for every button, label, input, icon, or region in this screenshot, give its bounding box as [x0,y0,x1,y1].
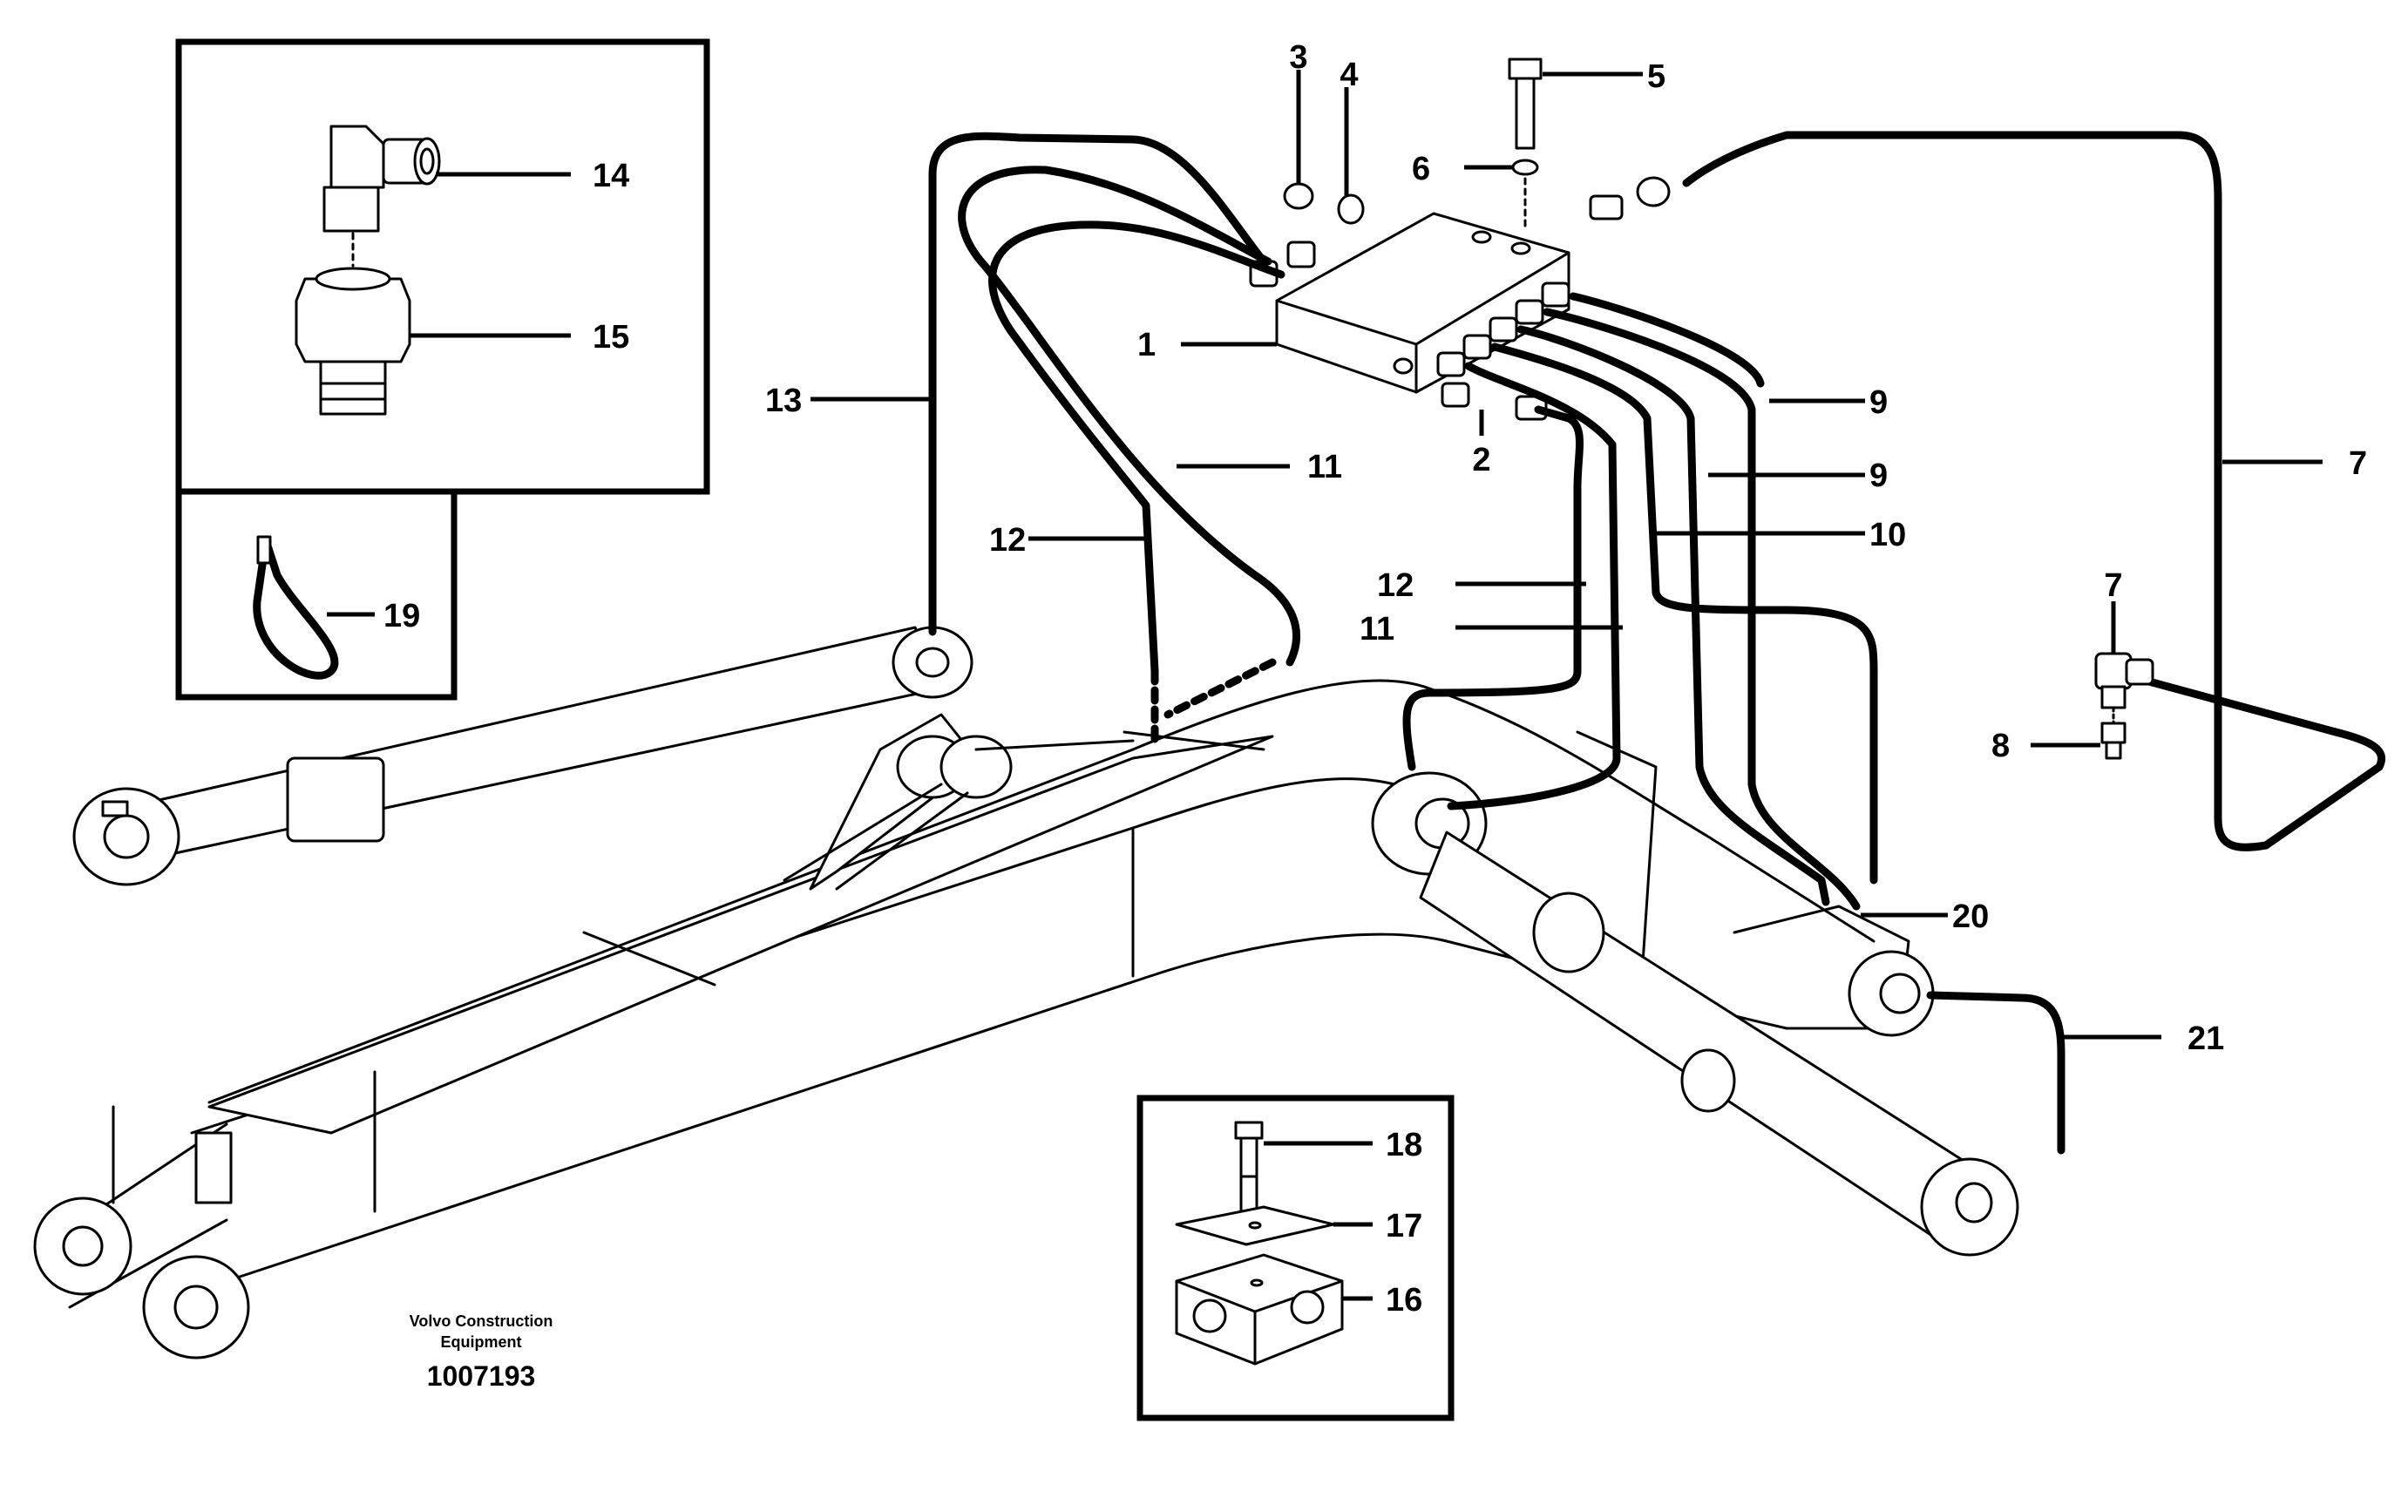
hose-10 [1490,342,1878,885]
arm-cylinder [1419,831,2019,1257]
callout-8: 8 [1991,728,2010,764]
hoses [928,131,2385,1155]
elbow-fitting-icon [322,125,441,233]
distribution-block-icon [1249,58,1671,421]
callout-11a: 11 [1307,449,1342,485]
caption-reference-number: 1007193 [427,1360,536,1392]
hose-7 [1682,131,2385,851]
caption-company: Volvo Construction [410,1312,553,1330]
callout-labels: 3 4 5 6 1 2 9 9 10 7 7 8 12 11 11 12 13 … [383,39,2367,1319]
nipple-8-icon [2100,722,2127,760]
hose-12-upper [988,220,1285,675]
callout-10: 10 [1869,517,1906,553]
callout-12a: 12 [989,522,1026,559]
clamp-bolt-icon [1234,1121,1264,1214]
hose-11-upper [958,166,1300,667]
callout-15: 15 [593,319,629,356]
inset-cable-tie-frame [175,488,458,701]
clamp-block-icon [1175,1253,1344,1366]
callout-13: 13 [765,383,802,419]
clamp-plate-icon [1175,1205,1335,1246]
callout-9b: 9 [1869,458,1888,494]
hose-21 [1926,991,2065,1155]
inset-fitting-frame [175,38,710,495]
leader-lines [811,70,2323,1040]
callout-1: 1 [1137,327,1156,363]
hose-9a [1516,325,1830,906]
callout-9a: 9 [1869,384,1888,421]
callout-17: 17 [1386,1208,1422,1244]
hose-11-lower [1447,362,1621,810]
hose-12-lower [1402,405,1584,771]
caption: Volvo Construction Equipment 1007193 [410,1312,553,1392]
caption-company-line2: Equipment [441,1333,522,1351]
callout-19: 19 [383,598,420,634]
hose-9b [1543,308,1861,911]
callout-4: 4 [1340,57,1358,93]
callout-14: 14 [593,158,629,194]
cable-tie-icon [253,535,339,680]
callout-3: 3 [1289,39,1307,76]
callout-6: 6 [1412,151,1430,187]
adapter-fitting-icon [295,267,411,416]
boom-structure [33,679,1935,1359]
hose-13 [928,132,1268,636]
callout-11b: 11 [1360,611,1394,648]
callout-5: 5 [1647,58,1665,95]
inset-clamp-frame [1136,1095,1455,1421]
boom-cylinder [72,626,973,886]
callout-12b: 12 [1377,567,1414,604]
callout-7b: 7 [2104,567,2122,604]
callout-18: 18 [1386,1127,1422,1163]
callout-2: 2 [1472,442,1490,478]
callout-16: 16 [1386,1282,1422,1319]
callout-7a: 7 [2349,445,2367,482]
elbow-7-icon [2094,652,2154,709]
callout-21: 21 [2188,1020,2224,1057]
callout-20: 20 [1952,898,1989,935]
